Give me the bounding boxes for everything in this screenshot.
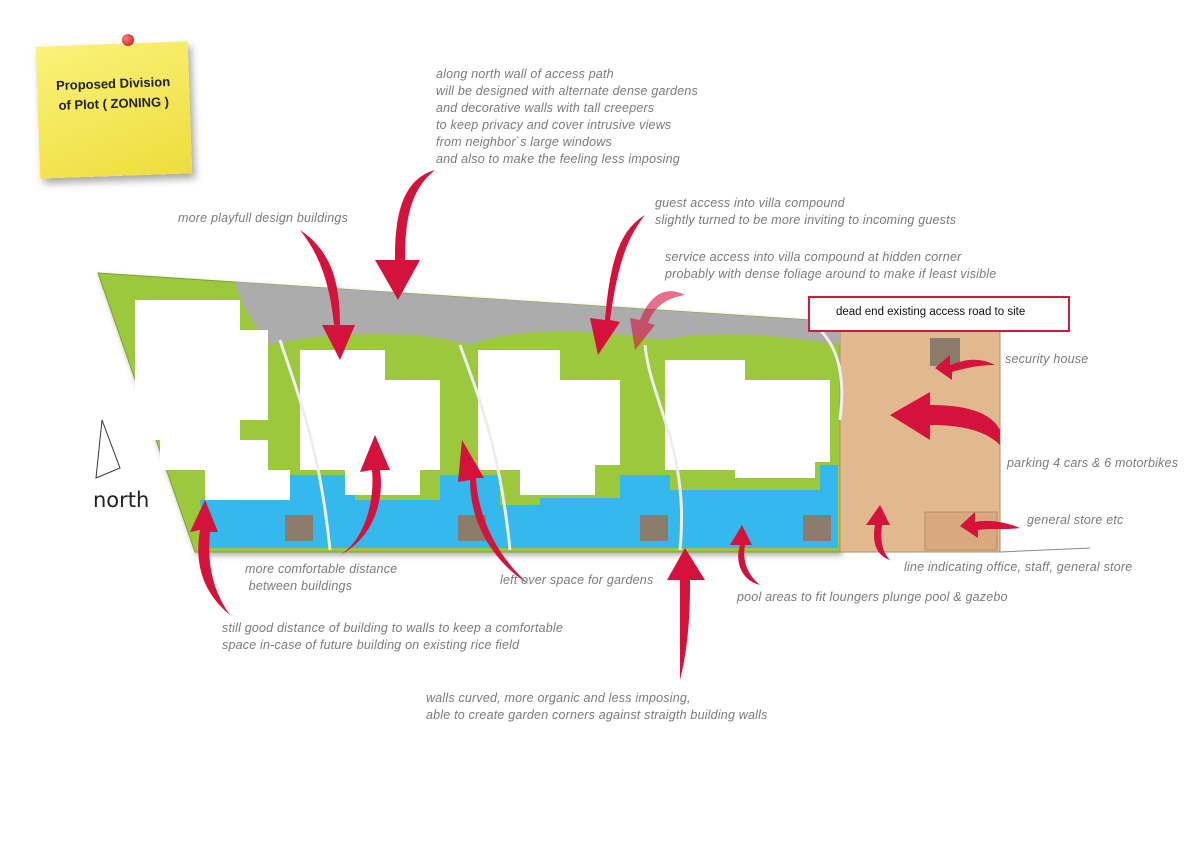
note-left-over: left over space for gardens bbox=[500, 573, 654, 587]
note-playful: more playfull design buildings bbox=[178, 211, 348, 225]
general-store bbox=[924, 511, 998, 551]
note-parking: parking 4 cars & 6 motorbikes bbox=[1007, 456, 1179, 470]
building-1 bbox=[135, 300, 290, 500]
note-good-distance: still good distance of building to walls… bbox=[222, 621, 564, 652]
curved-walls bbox=[278, 328, 844, 551]
note-security: security house bbox=[1005, 352, 1089, 366]
building-3 bbox=[478, 350, 620, 495]
building-4 bbox=[665, 360, 830, 478]
note-walls-curved: walls curved, more organic and less impo… bbox=[426, 691, 768, 722]
building-2 bbox=[300, 350, 440, 495]
note-pool-areas: pool areas to fit loungers plunge pool &… bbox=[737, 590, 1008, 604]
note-general-store: general store etc bbox=[1027, 513, 1124, 527]
note-office-line: line indicating office, staff, general s… bbox=[904, 560, 1133, 574]
note-guest-access: guest access into villa compound slightl… bbox=[655, 196, 957, 227]
annotation-arrows bbox=[190, 170, 1020, 680]
note-comfortable-distance: more comfortable distance between buildi… bbox=[245, 562, 398, 593]
note-service-access: service access into villa compound at hi… bbox=[665, 250, 997, 281]
access-path bbox=[235, 282, 840, 345]
pushpin-icon bbox=[122, 34, 134, 46]
road-label: dead end existing access road to site bbox=[808, 296, 1070, 332]
pool bbox=[200, 465, 838, 548]
north-label: north bbox=[93, 488, 150, 512]
site-line bbox=[999, 547, 1091, 553]
note-north-wall: along north wall of access path will be … bbox=[436, 67, 698, 166]
north-arrow-icon bbox=[95, 419, 121, 479]
